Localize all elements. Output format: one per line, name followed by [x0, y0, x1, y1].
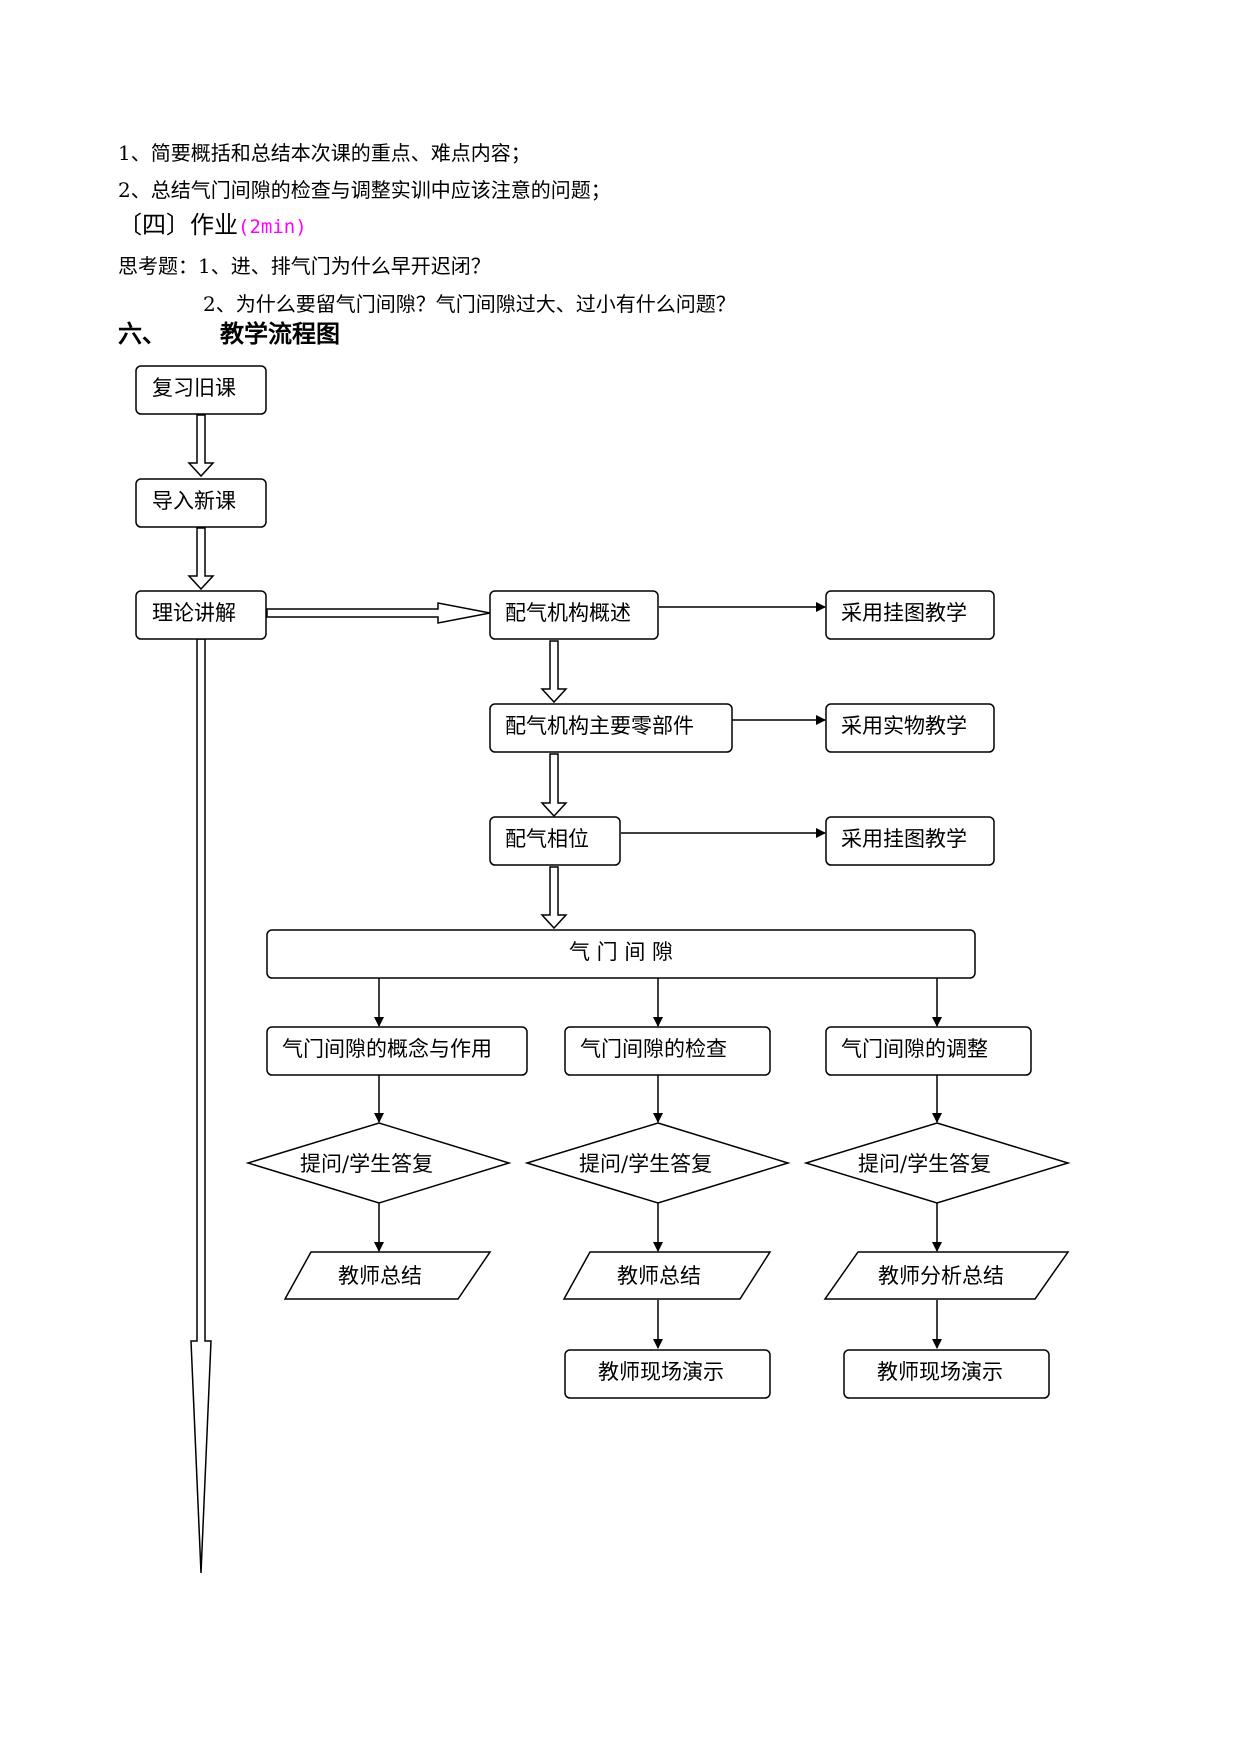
block-arrow-intro-to-theory [187, 527, 215, 591]
decision-qa-1: 提问/学生答复 [245, 1122, 512, 1204]
svg-text:配气相位: 配气相位 [505, 827, 589, 851]
node-method-object: 采用实物教学 [825, 703, 995, 753]
svg-text:配气机构主要零部件: 配气机构主要零部件 [505, 714, 694, 738]
svg-text:教师现场演示: 教师现场演示 [598, 1360, 724, 1384]
svg-text:教师总结: 教师总结 [617, 1264, 701, 1288]
svg-text:采用挂图教学: 采用挂图教学 [841, 827, 967, 851]
io-summary-2: 教师总结 [562, 1251, 772, 1300]
summary-item-1: 1、简要概括和总结本次课的重点、难点内容； [118, 141, 531, 165]
node-demo-3: 教师现场演示 [843, 1349, 1050, 1399]
node-clearance: 气 门 间 隙 [266, 929, 976, 979]
block-arrow-parts-to-phase [540, 753, 568, 818]
question-2: 2、为什么要留气门间隙？气门间隙过大、过小有什么问题？ [203, 292, 736, 316]
svg-text:提问/学生答复: 提问/学生答复 [300, 1152, 433, 1176]
node-parts: 配气机构主要零部件 [489, 703, 733, 753]
section-4-title: 〔四〕作业 [118, 211, 238, 239]
block-arrow-overview-to-parts [540, 640, 568, 704]
section-6-title: 教学流程图 [220, 320, 340, 348]
node-concept: 气门间隙的概念与作用 [266, 1026, 528, 1076]
section-4-heading: 〔四〕作业(2min) [118, 213, 307, 237]
decision-qa-3: 提问/学生答复 [803, 1122, 1071, 1204]
section-6-number: 六、 [118, 320, 166, 348]
svg-text:采用挂图教学: 采用挂图教学 [841, 601, 967, 625]
svg-text:提问/学生答复: 提问/学生答复 [858, 1152, 991, 1176]
svg-text:气门间隙的检查: 气门间隙的检查 [580, 1037, 727, 1061]
svg-text:理论讲解: 理论讲解 [152, 601, 236, 625]
node-method-chart-2: 采用挂图教学 [825, 816, 995, 866]
decision-qa-2: 提问/学生答复 [524, 1122, 791, 1204]
svg-text:教师总结: 教师总结 [338, 1264, 422, 1288]
node-review: 复习旧课 [135, 365, 267, 415]
node-phase: 配气相位 [489, 816, 621, 866]
svg-text:导入新课: 导入新课 [152, 489, 236, 513]
block-arrow-theory-to-overview [266, 602, 491, 624]
long-arrow-theory [190, 638, 212, 1574]
node-method-chart-1: 采用挂图教学 [825, 590, 995, 640]
node-demo-2: 教师现场演示 [564, 1349, 771, 1399]
svg-text:气门间隙的概念与作用: 气门间隙的概念与作用 [282, 1037, 492, 1061]
svg-text:教师现场演示: 教师现场演示 [877, 1360, 1003, 1384]
node-overview: 配气机构概述 [489, 590, 659, 640]
block-arrow-phase-to-clearance [540, 866, 568, 930]
node-theory: 理论讲解 [135, 590, 267, 640]
section-4-duration: (2min) [238, 216, 307, 238]
question-1: 思考题：1、进、排气门为什么早开迟闭？ [118, 254, 491, 278]
summary-item-2: 2、总结气门间隙的检查与调整实训中应该注意的问题； [118, 178, 611, 202]
svg-text:复习旧课: 复习旧课 [152, 376, 236, 400]
svg-text:提问/学生答复: 提问/学生答复 [579, 1152, 712, 1176]
node-check: 气门间隙的检查 [564, 1026, 771, 1076]
section-6-heading: 六、 教学流程图 [118, 322, 340, 346]
svg-text:教师分析总结: 教师分析总结 [878, 1264, 1004, 1288]
svg-text:采用实物教学: 采用实物教学 [841, 714, 967, 738]
node-intro: 导入新课 [135, 478, 267, 528]
svg-text:气门间隙的调整: 气门间隙的调整 [841, 1037, 988, 1061]
node-adjust: 气门间隙的调整 [825, 1026, 1032, 1076]
block-arrow-review-to-intro [187, 414, 215, 478]
io-summary-1: 教师总结 [283, 1251, 492, 1300]
io-summary-3: 教师分析总结 [823, 1251, 1070, 1300]
svg-text:配气机构概述: 配气机构概述 [505, 601, 631, 625]
svg-text:气 门 间 隙: 气 门 间 隙 [569, 940, 673, 964]
